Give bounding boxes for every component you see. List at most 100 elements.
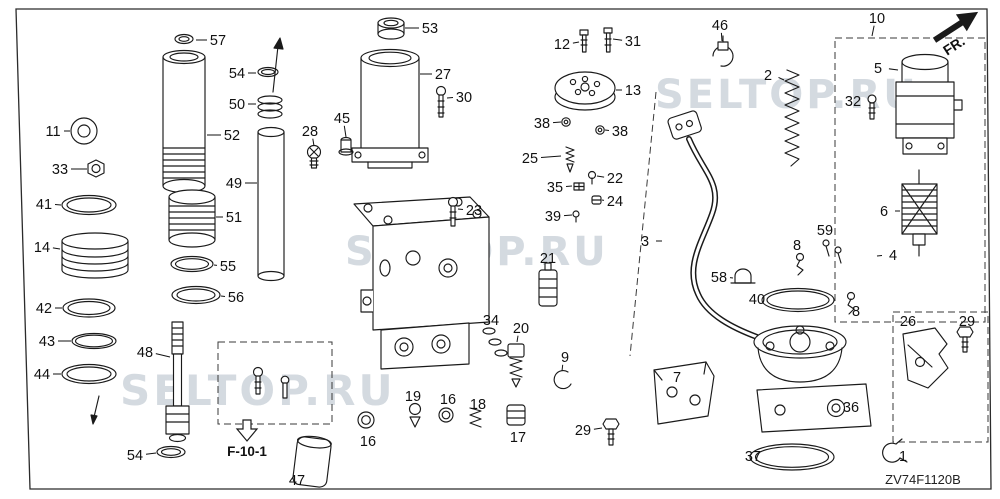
part-51-sleeve [168,189,216,248]
callout-33: 33 [52,162,68,178]
callout-6: 6 [880,204,888,220]
callout-50: 50 [229,97,245,113]
leader-line-5 [888,68,899,71]
part-55-oring [170,255,214,273]
part-1-clip [882,438,908,463]
f10-ref-screws [252,366,290,399]
callout-29: 29 [959,314,975,330]
callout-48: 48 [137,345,153,361]
callout-30: 30 [456,90,472,106]
callout-8: 8 [852,304,860,320]
part-26-bracket [902,327,949,389]
part-59-screws [822,239,842,264]
ref-down-arrow-icon [235,419,259,442]
part-8-screw-upper [795,252,805,276]
f10-ref-pointer: F-10-1 [227,419,267,459]
leader-line-38 [604,129,610,131]
leader-line-39 [563,214,573,217]
callout-43: 43 [39,334,55,350]
callout-20: 20 [513,321,529,337]
callout-7: 7 [673,370,681,386]
callout-5: 5 [874,61,882,77]
part-56-oring [171,285,221,305]
callout-21: 21 [540,251,556,267]
callout-27: 27 [435,67,451,83]
assembly-group-boxes [217,37,989,443]
part-2-spring [784,69,800,167]
callout-17: 17 [510,430,526,446]
fr-arrow-icon [932,11,979,43]
callout-39: 39 [545,209,561,225]
callout-59: 59 [817,223,833,239]
leader-line-45 [343,125,347,138]
part-21-valve-cartridge [538,262,558,307]
leader-line-56 [220,295,226,297]
part-13-pump-plate [554,71,616,111]
part-57-oring [174,33,194,45]
part-25-valve-spring [565,146,575,173]
callout-layer: 5754505211334114424344485449515556532730… [34,11,975,489]
left-cylinder-parts [61,33,285,459]
leader-line-14 [52,247,61,250]
callout-9: 9 [561,350,569,366]
leader-line-20 [516,335,519,343]
part-42-oring [62,298,116,318]
callout-57: 57 [210,33,226,49]
part-34-oring-set [482,327,508,357]
group-divider-line [629,91,657,357]
part-19-valve [408,402,422,428]
callout-29: 29 [575,423,591,439]
rod-direction-arrow [90,395,100,425]
part-code: ZV74F1120B [885,472,961,487]
center-pump-parts [292,17,620,488]
callout-52: 52 [224,128,240,144]
part-35-filter [573,182,585,191]
callout-2: 2 [764,68,772,84]
part-38-washer-left [561,117,571,127]
part-pump-base [753,325,872,433]
callout-58: 58 [711,270,727,286]
part-49-inner-cylinder [257,126,285,282]
callout-42: 42 [36,301,52,317]
part-29-bolt-center [602,418,620,446]
callout-8: 8 [793,238,801,254]
part-41-oring [61,194,117,216]
callout-32: 32 [845,94,861,110]
part-17-valve [506,404,526,426]
leader-line-35 [565,185,573,187]
part-22-poppet [587,170,597,185]
callout-19: 19 [405,389,421,405]
part-27-motor-case [351,48,429,169]
callout-25: 25 [522,151,538,167]
callout-49: 49 [226,176,242,192]
part-43-oring [71,332,117,350]
leader-line-31 [612,38,623,41]
part-3-harness [667,110,760,340]
part-38-washer-right [595,125,605,135]
callout-45: 45 [334,111,350,127]
leader-line-30 [446,97,454,99]
callout-35: 35 [547,180,563,196]
leader-line-38 [552,121,562,124]
motor-assembly-box [834,37,986,323]
part-7-bracket [653,361,715,425]
part-16-oring-b [357,411,375,429]
callout-24: 24 [607,194,623,210]
part-9-clip [553,370,572,390]
callout-53: 53 [422,21,438,37]
part-28-valve [306,144,322,169]
leader-line-2 [778,76,785,81]
leader-line-29 [593,427,603,430]
part-30-bolt [435,85,447,118]
callout-13: 13 [625,83,641,99]
part-24-cap [591,195,602,205]
callout-22: 22 [607,171,623,187]
part-5-motor [895,53,963,155]
part-11-bushing [70,117,98,145]
callout-16: 16 [360,434,376,450]
callout-3: 3 [641,234,649,250]
callout-44: 44 [34,367,50,383]
bracket-assembly-box [892,311,989,443]
right-assembly-parts [653,35,974,471]
part-48-piston-rod [165,321,190,443]
